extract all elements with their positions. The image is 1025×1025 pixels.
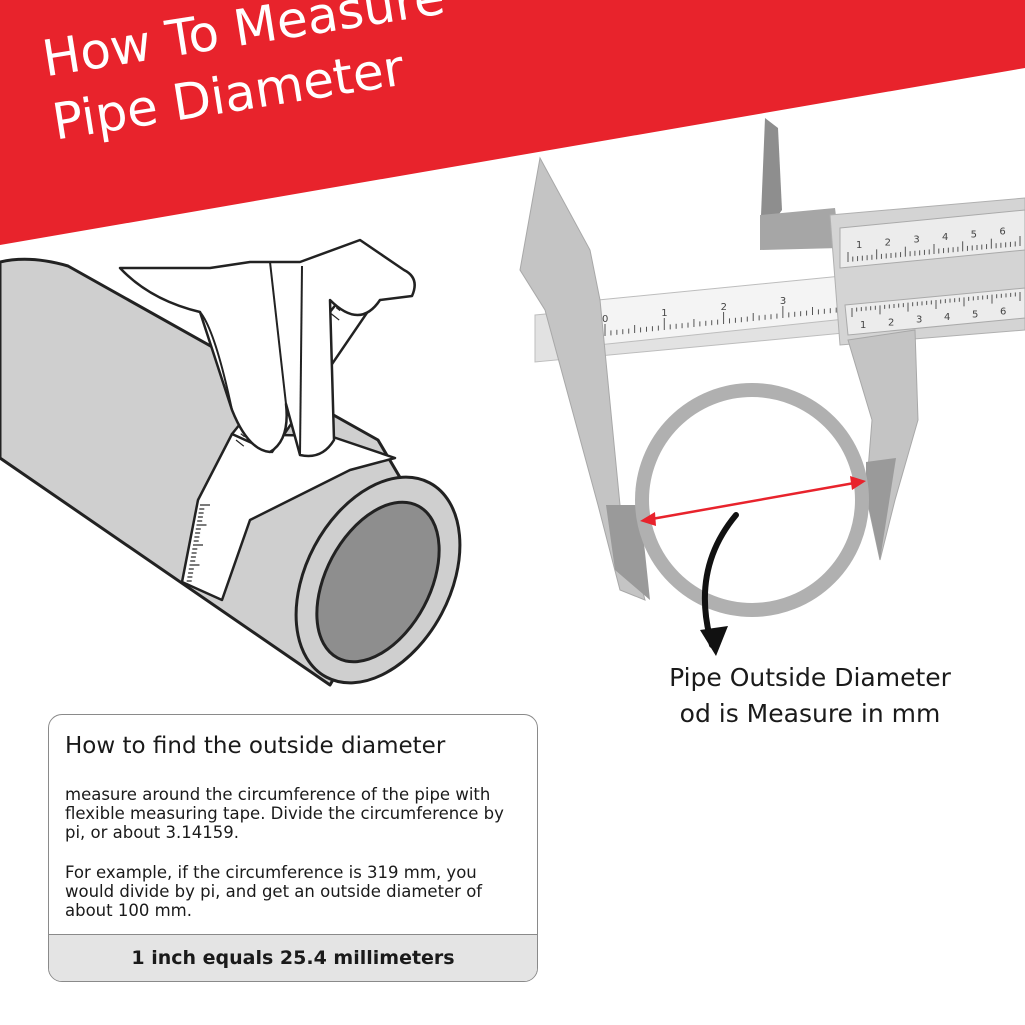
diameter-arrowhead-left (640, 512, 656, 526)
diameter-caption: Pipe Outside Diameter od is Measure in m… (640, 660, 980, 732)
caption-line-1: Pipe Outside Diameter (669, 663, 951, 692)
card-paragraph-2: For example, if the circumference is 319… (65, 863, 483, 920)
caliper-moving-jaw (847, 329, 919, 561)
scale-label: 1 (860, 320, 866, 331)
caliper-upper-jaw-base (760, 208, 840, 250)
finger-line (299, 265, 303, 456)
scale-label: 5 (971, 229, 977, 240)
card-heading: How to find the outside diameter (65, 733, 446, 759)
pipe-end-inner (315, 500, 441, 664)
title-banner (0, 0, 1025, 245)
scale-label: 1 (661, 308, 667, 319)
scale-label: 4 (942, 232, 948, 243)
finger-line (269, 261, 287, 405)
info-card: How to find the outside diameter measure… (48, 714, 538, 982)
diameter-arrowhead-right (850, 476, 866, 490)
caliper-moving-jaw-tip (866, 458, 896, 560)
diameter-line (645, 480, 861, 522)
scale-label: 3 (780, 296, 786, 307)
caption-line-2: od is Measure in mm (679, 699, 941, 728)
scale-label: 3 (913, 235, 919, 246)
finger-line (199, 311, 233, 411)
scale-tick (331, 313, 340, 321)
pointer-arrowhead (700, 626, 728, 656)
scale-label: 5 (972, 309, 978, 320)
scale-tick (335, 307, 341, 312)
scale-label: 3 (916, 315, 922, 326)
scale-label: 2 (885, 237, 891, 248)
caliper-fixed-jaw (519, 156, 646, 601)
scale-label: 6 (1000, 307, 1006, 318)
scale-label: 4 (944, 312, 950, 323)
scale-label: 2 (721, 302, 727, 313)
pipe-illustration (0, 238, 462, 687)
pointer-arrow (701, 512, 739, 648)
pipe-cross-section (635, 383, 869, 617)
scale-label: 1 (856, 240, 862, 251)
scale-tick (240, 433, 246, 438)
scale-label: 0 (602, 314, 608, 325)
card-footer: 1 inch equals 25.4 millimeters (49, 934, 537, 981)
scale-tick (235, 439, 245, 447)
card-paragraph-1: measure around the circumference of the … (65, 785, 504, 842)
scale-label: 6 (999, 227, 1005, 238)
scale-label: 2 (888, 317, 894, 328)
caliper-upper-jaw (760, 118, 782, 240)
caliper-vernier-lower (844, 287, 1025, 336)
caliper-vernier-ticks: 1 2 3 4 5 6 1 2 3 4 5 6 (847, 227, 1021, 331)
